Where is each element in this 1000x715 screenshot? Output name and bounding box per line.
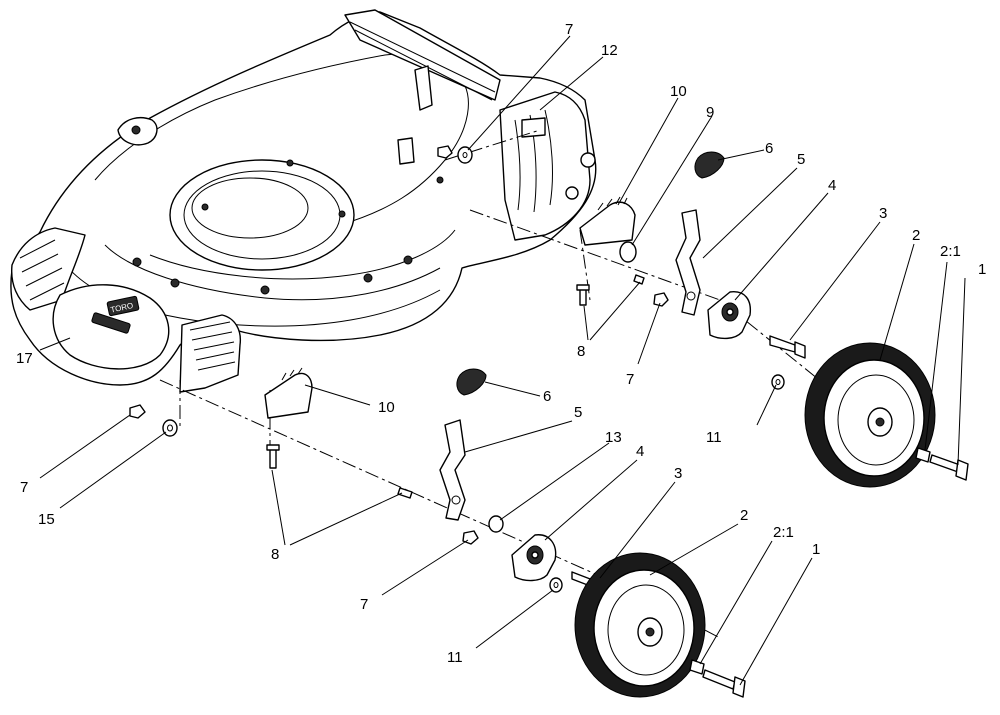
callout-6-front: 6 [543, 388, 552, 405]
callout-17: 17 [16, 350, 33, 367]
callout-4-front: 4 [636, 443, 645, 460]
callout-7-rear: 7 [626, 371, 635, 388]
height-adjust-plate-front [264, 372, 313, 419]
callout-3-rear: 3 [879, 205, 888, 222]
callout-2-front: 2 [740, 507, 749, 524]
leader-lines [39, 35, 966, 686]
callout-10-rear: 10 [670, 83, 687, 100]
mower-deck: TORO [10, 9, 597, 393]
callout-11-front: 11 [447, 649, 463, 666]
rear-wheel-assembly [576, 151, 969, 488]
callout-7-top: 7 [565, 21, 574, 38]
callout-3-front: 3 [674, 465, 683, 482]
callout-15: 15 [38, 511, 55, 528]
callout-8-front: 8 [271, 546, 280, 563]
knob-rear [694, 151, 725, 179]
deck-handle-hardware [437, 145, 473, 164]
height-adjust-plate-rear [579, 201, 636, 246]
callout-12: 12 [601, 42, 618, 59]
callout-6-rear: 6 [765, 140, 774, 157]
callout-2-rear: 2 [912, 227, 921, 244]
lever-arm-front [439, 419, 466, 521]
callout-9: 9 [706, 104, 715, 121]
callout-7-left: 7 [20, 479, 29, 496]
lever-arm-rear [675, 209, 701, 316]
callout-11-rear: 11 [706, 429, 722, 446]
knob-front [456, 368, 487, 396]
callout-1-front: 1 [812, 541, 821, 558]
front-wheel-assembly [129, 367, 746, 698]
callout-1-rear: 1 [978, 261, 987, 278]
callout-5-front: 5 [574, 404, 583, 421]
callout-5-rear: 5 [797, 151, 806, 168]
callout-2-1-front: 2:1 [773, 524, 794, 541]
callout-8-rear: 8 [577, 343, 586, 360]
callout-13: 13 [605, 429, 622, 446]
callout-7-front: 7 [360, 596, 369, 613]
callout-4-rear: 4 [828, 177, 837, 194]
callout-2-1-rear: 2:1 [940, 243, 961, 260]
callout-10-front: 10 [378, 399, 395, 416]
